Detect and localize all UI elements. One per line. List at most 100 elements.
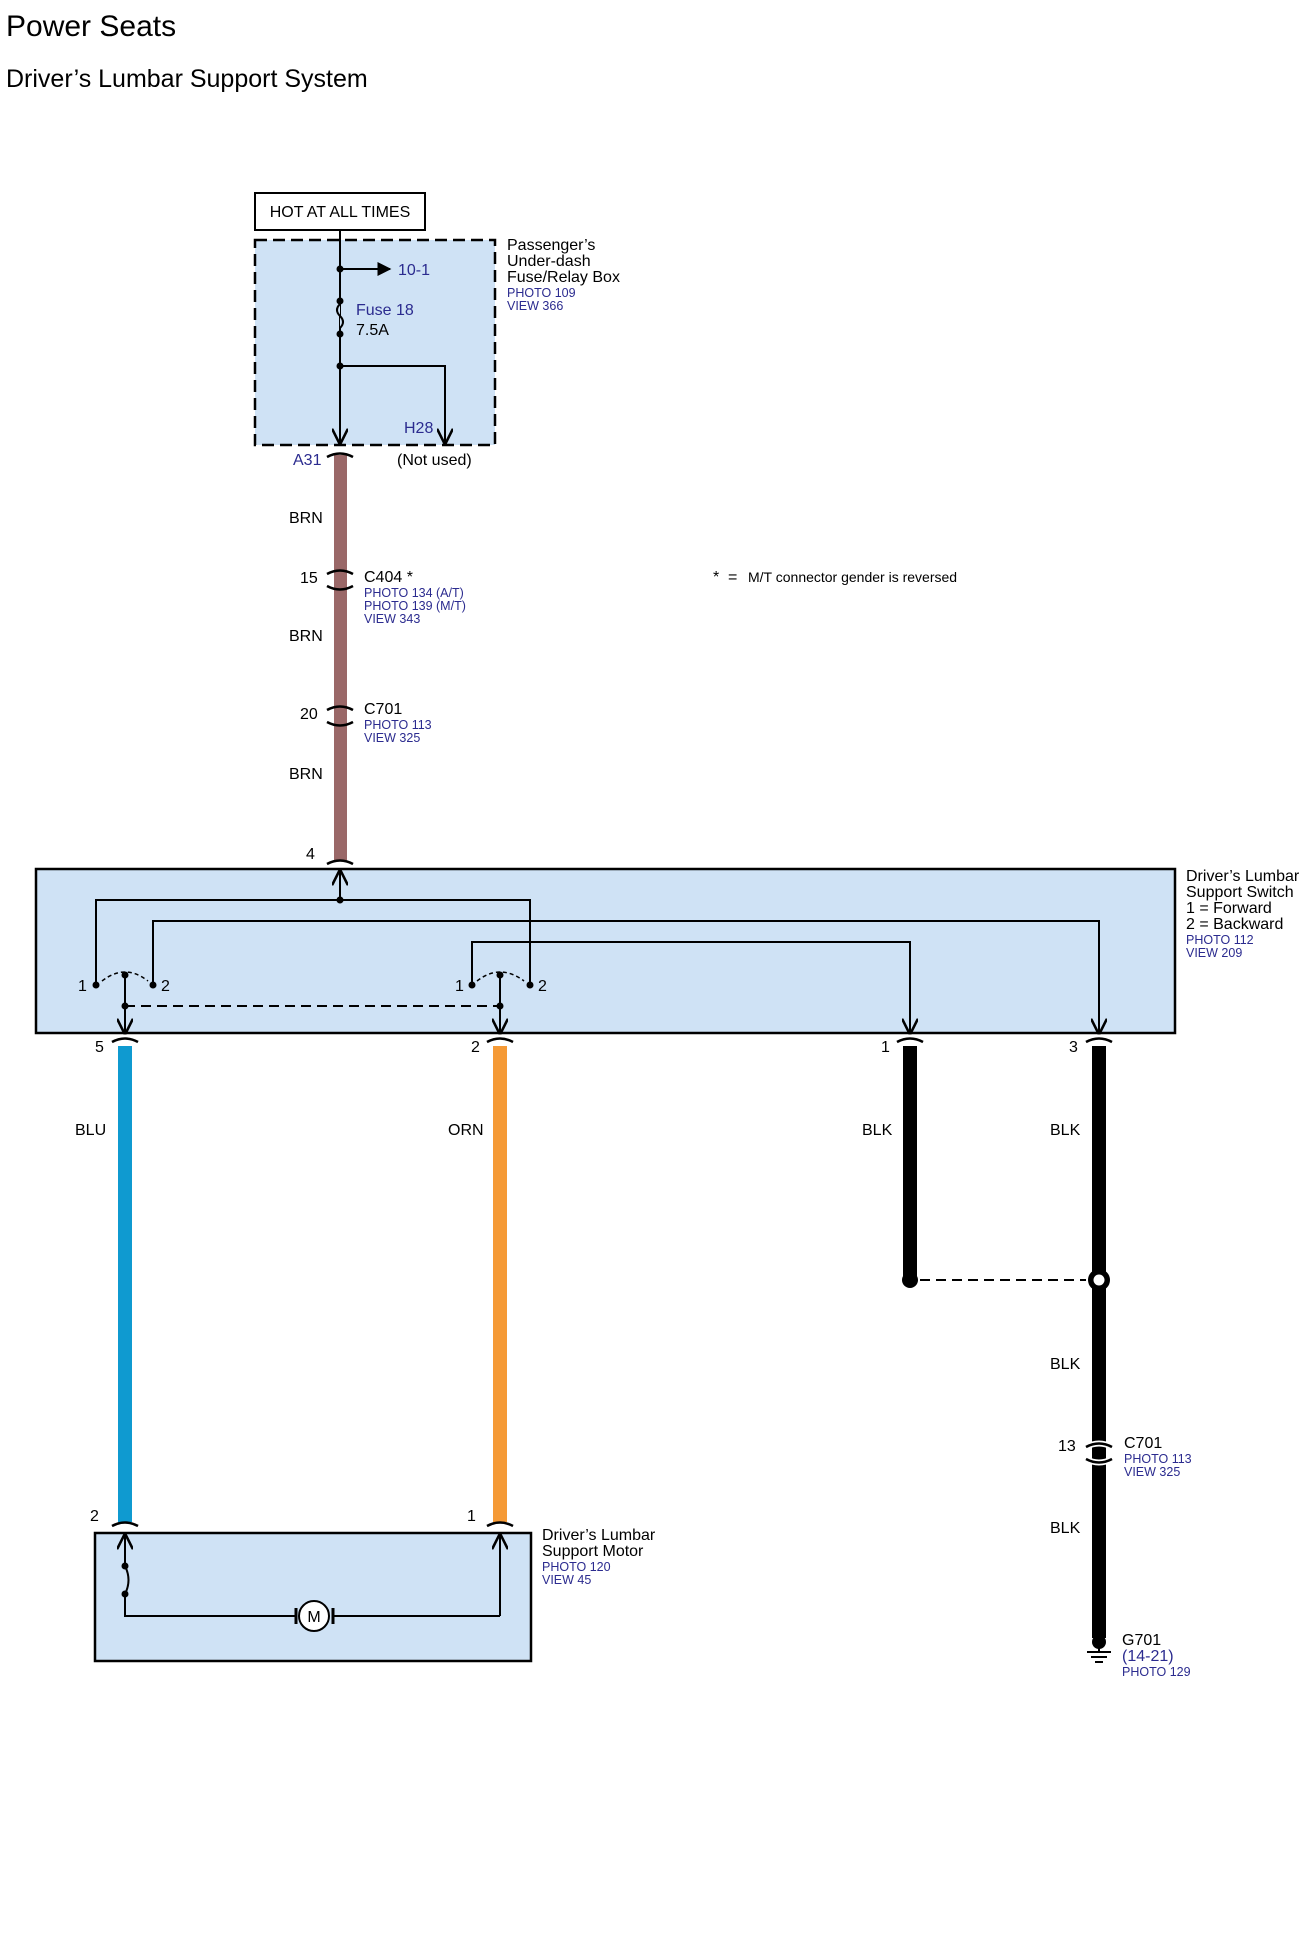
splice-left xyxy=(902,1272,918,1288)
switch-forward-bus xyxy=(471,941,910,1033)
c404-connector-mark xyxy=(326,569,354,591)
note-star: * xyxy=(713,569,719,586)
right-switch-pos2: 2 xyxy=(538,978,547,995)
switch-pin-blu: 5 xyxy=(95,1039,104,1056)
c701-upper-photo: PHOTO 113 xyxy=(364,718,432,732)
fuse-rating: 7.5A xyxy=(356,322,389,339)
switch-name-3: 1 = Forward xyxy=(1186,900,1272,917)
switch-name-2: Support Switch xyxy=(1186,884,1294,901)
motor-lead-left xyxy=(124,1594,296,1617)
terminal-a31: A31 xyxy=(293,452,322,469)
switch-contact xyxy=(92,981,100,989)
fuse-box-view: VIEW 366 xyxy=(507,299,563,313)
note-equals: = xyxy=(728,569,737,586)
ground-name: G701 xyxy=(1122,1632,1161,1649)
wire-label-blu: BLU xyxy=(75,1122,106,1139)
wire-label-orn: ORN xyxy=(448,1122,484,1139)
c404-name: C404 * xyxy=(364,569,413,586)
terminal-h28: H28 xyxy=(404,420,433,437)
fuse-top-dot xyxy=(336,297,344,305)
switch-pin-blk1: 1 xyxy=(881,1039,890,1056)
motor-pin2-connector-mark xyxy=(111,1521,139,1528)
left-switch-arm xyxy=(101,971,149,982)
motor-symbol: M xyxy=(307,1609,320,1626)
left-switch-pos2: 2 xyxy=(161,978,170,995)
switch-pin-orn: 2 xyxy=(471,1039,480,1056)
motor-pin-left: 2 xyxy=(90,1508,99,1525)
switch-photo: PHOTO 112 xyxy=(1186,933,1254,947)
wire-label-brn-2: BRN xyxy=(289,628,323,645)
blk-wire-2 xyxy=(1092,1046,1106,1638)
switch-name-1: Driver’s Lumbar xyxy=(1186,868,1300,885)
wire-label-blk-3: BLK xyxy=(1050,1356,1081,1373)
c701-upper-connector-mark xyxy=(326,705,354,727)
fuse-box-photo: PHOTO 109 xyxy=(507,286,576,300)
switch-contact xyxy=(526,981,534,989)
pin5-connector-mark xyxy=(111,1037,139,1044)
terminal-not-used: (Not used) xyxy=(397,452,472,469)
page-subtitle: Driver’s Lumbar Support System xyxy=(6,65,368,93)
junction-dot xyxy=(336,265,344,273)
right-switch-pos1: 1 xyxy=(455,978,464,995)
pin1-connector-mark xyxy=(896,1037,924,1044)
lumbar-motor-box xyxy=(93,1531,533,1663)
wire-label-blk-2: BLK xyxy=(1050,1122,1081,1139)
c701-upper-view: VIEW 325 xyxy=(364,731,420,745)
c701-upper-name: C701 xyxy=(364,701,402,718)
switch-contact xyxy=(149,981,157,989)
h28-branch xyxy=(340,365,445,443)
c701-lower-connector-mark xyxy=(1085,1442,1113,1464)
c701-lower-photo: PHOTO 113 xyxy=(1124,1452,1192,1466)
wire-label-blk-1: BLK xyxy=(862,1122,893,1139)
wire-label-brn-1: BRN xyxy=(289,510,323,527)
c701-lower-pin: 13 xyxy=(1058,1438,1076,1455)
switch-contact xyxy=(468,981,476,989)
motor-view: VIEW 45 xyxy=(542,1573,591,1587)
ground-ref: (14-21) xyxy=(1122,1648,1174,1665)
page-title: Power Seats xyxy=(6,10,176,43)
ground-photo: PHOTO 129 xyxy=(1122,1665,1191,1679)
power-source-box xyxy=(254,192,426,231)
power-source-label: HOT AT ALL TIMES xyxy=(270,204,411,221)
c404-photo-mt: PHOTO 139 (M/T) xyxy=(364,599,466,613)
fuse-box-name-1: Passenger’s xyxy=(507,237,595,254)
motor-icon xyxy=(298,1600,330,1632)
switch-input-pin: 4 xyxy=(306,846,315,863)
switch-view: VIEW 209 xyxy=(1186,946,1242,960)
brn-wire xyxy=(334,455,347,860)
motor-pin1-connector-mark xyxy=(486,1521,514,1528)
orn-wire xyxy=(493,1046,507,1522)
fuse-bottom-dot xyxy=(336,330,344,338)
motor-pin-right: 1 xyxy=(467,1508,476,1525)
blu-wire xyxy=(118,1046,132,1522)
motor-name-2: Support Motor xyxy=(542,1543,644,1560)
wire-label-blk-4: BLK xyxy=(1050,1520,1081,1537)
fuse-18-symbol xyxy=(336,303,344,329)
pin3-connector-mark xyxy=(1085,1037,1113,1044)
fuse-box-ref-out: 10-1 xyxy=(398,262,430,279)
blk-wire-1 xyxy=(903,1046,917,1278)
c701-lower-name: C701 xyxy=(1124,1435,1162,1452)
motor-photo: PHOTO 120 xyxy=(542,1560,611,1574)
splice-right-inner xyxy=(1093,1274,1105,1286)
motor-name-1: Driver’s Lumbar xyxy=(542,1527,656,1544)
wire-label-brn-3: BRN xyxy=(289,766,323,783)
lumbar-switch-box xyxy=(34,867,1177,1035)
switch-name-4: 2 = Backward xyxy=(1186,916,1283,933)
c404-pin: 15 xyxy=(300,570,318,587)
c404-view: VIEW 343 xyxy=(364,612,420,626)
fuse-box-name-3: Fuse/Relay Box xyxy=(507,269,620,286)
switch-backward-bus xyxy=(152,920,1099,1033)
switch-pin-blk2: 3 xyxy=(1069,1039,1078,1056)
c701-lower-view: VIEW 325 xyxy=(1124,1465,1180,1479)
c701-upper-pin: 20 xyxy=(300,706,318,723)
c404-photo-at: PHOTO 134 (A/T) xyxy=(364,586,464,600)
switch-pin4-connector-mark xyxy=(326,859,354,866)
fuse-relay-box xyxy=(253,238,497,447)
fuse-name: Fuse 18 xyxy=(356,302,414,319)
a31-connector-mark xyxy=(326,452,354,459)
left-switch-pos1: 1 xyxy=(78,978,87,995)
pin2-connector-mark xyxy=(486,1037,514,1044)
fuse-box-name-2: Under-dash xyxy=(507,253,591,270)
